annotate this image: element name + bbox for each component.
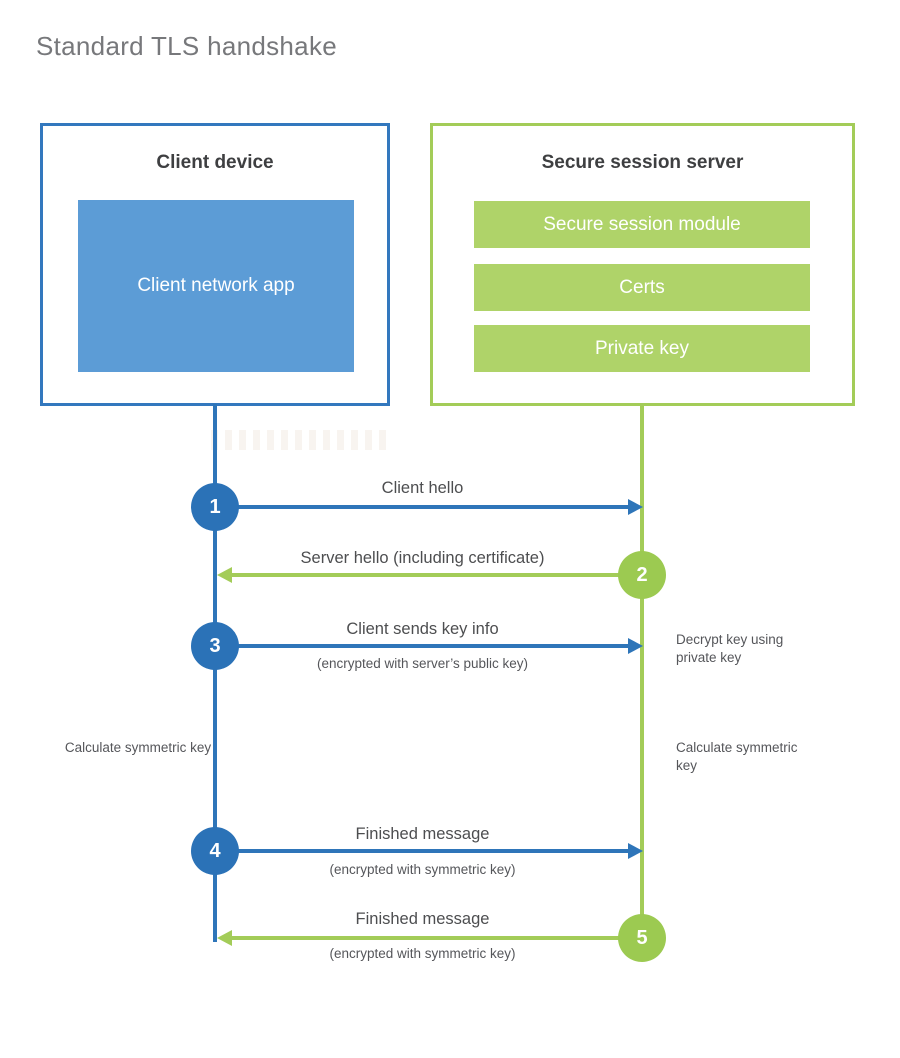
step-5-sublabel: (encrypted with symmetric key) — [329, 946, 516, 961]
faint-ghost-pattern — [211, 430, 389, 450]
client-network-app-label: Client network app — [137, 275, 295, 297]
step-2-number: 2 — [636, 563, 648, 586]
client-network-app-box: Client network app — [78, 200, 354, 372]
step-3-arrowhead-icon — [628, 638, 643, 654]
step-5-arrowhead-icon — [217, 930, 232, 946]
step-2-arrowhead-icon — [217, 567, 232, 583]
server-module-private-key: Private key — [474, 325, 810, 372]
step-1-arrow — [215, 505, 629, 509]
step-3-label: Client sends key info — [346, 620, 499, 638]
step-5-number: 5 — [636, 926, 648, 949]
step-4-label: Finished message — [355, 825, 490, 843]
server-module-secure-session: Secure session module — [474, 201, 810, 248]
step-5-badge: 5 — [618, 914, 666, 962]
step-4-badge: 4 — [191, 827, 239, 875]
step-1-label: Client hello — [381, 479, 464, 497]
step-3-badge: 3 — [191, 622, 239, 670]
step-1-badge: 1 — [191, 483, 239, 531]
note-decrypt-key: Decrypt key using private key — [676, 632, 784, 665]
server-module-certs: Certs — [474, 264, 810, 311]
step-4-arrow — [215, 849, 629, 853]
client-lifeline — [213, 404, 217, 942]
step-4-sublabel: (encrypted with symmetric key) — [329, 862, 516, 877]
step-5-label: Finished message — [355, 910, 490, 928]
step-2-label: Server hello (including certificate) — [300, 549, 545, 567]
step-4-arrowhead-icon — [628, 843, 643, 859]
server-heading: Secure session server — [541, 152, 744, 173]
client-device-heading: Client device — [156, 152, 274, 173]
step-1-arrowhead-icon — [628, 499, 643, 515]
step-4-number: 4 — [209, 839, 221, 862]
step-2-badge: 2 — [618, 551, 666, 599]
step-3-number: 3 — [209, 634, 221, 657]
note-calculate-symmetric-key-client: Calculate symmetric key — [64, 740, 212, 755]
server-lifeline — [640, 404, 644, 938]
step-1-number: 1 — [209, 495, 221, 518]
step-3-arrow — [215, 644, 629, 648]
step-5-arrow — [232, 936, 642, 940]
client-device-box: Client device Client network app — [40, 123, 390, 406]
note-calculate-symmetric-key-server: Calculate symmetric key — [676, 740, 798, 773]
step-3-sublabel: (encrypted with server’s public key) — [316, 656, 529, 671]
secure-session-server-box: Secure session server Secure session mod… — [430, 123, 855, 406]
page-title: Standard TLS handshake — [36, 31, 338, 61]
step-2-arrow — [232, 573, 642, 577]
